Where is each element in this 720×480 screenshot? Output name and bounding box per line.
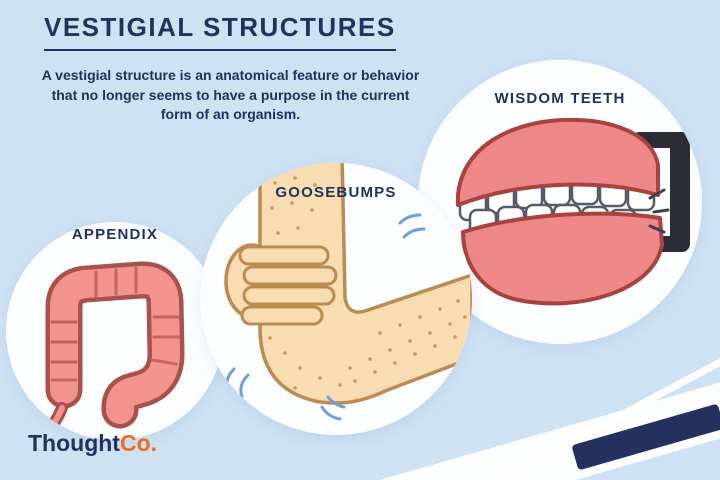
appendix-illustration [19,261,185,434]
wisdom-teeth-illustration [456,117,690,306]
logo-text-accent: Co. [119,430,158,456]
arm-shape [258,163,472,405]
goosebumps-circle [200,163,472,435]
thoughtco-logo: ThoughtCo. [28,430,157,457]
wisdom-teeth-circle [418,60,702,344]
lower-gum [461,211,664,306]
wisdom-teeth-label: WISDOM TEETH [494,90,626,107]
description-text: A vestigial structure is an anatomical f… [41,67,420,123]
gripping-hand [224,243,338,326]
emphasis-marks [648,188,670,234]
motion-lines [225,213,426,421]
logo-text-primary: Thought [28,430,120,456]
goosebump-dots [268,176,467,390]
appendix-label: APPENDIX [71,226,159,243]
haustra-lines [50,266,180,382]
star-icon [19,404,45,430]
appendix-circle [6,222,224,440]
goosebumps-label: GOOSEBUMPS [275,184,397,201]
page-title: VESTIGIAL STRUCTURES [44,12,396,51]
goosebumps-illustration [224,163,472,421]
upper-gum [456,117,660,207]
